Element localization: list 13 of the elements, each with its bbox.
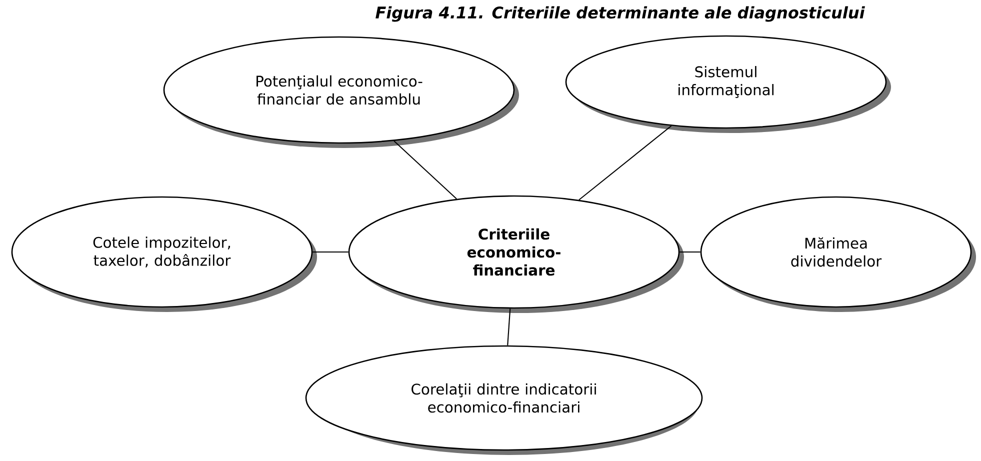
ellipse-node: Cotele impozitelor, taxelor, dobânzilor (11, 196, 317, 312)
connector-line (680, 251, 700, 253)
ellipse-node: Criteriile economico-financiare (348, 195, 684, 313)
node-label: Corelaţii dintre indicatorii economico-financiari (412, 383, 596, 413)
connector-line (507, 308, 511, 346)
connector-line (312, 251, 348, 253)
connector-line (394, 140, 457, 200)
connector-line (578, 125, 672, 200)
figure-title: Figura 4.11. Criteriile determinante ale diagnosticului (376, 6, 865, 22)
ellipse-node: Corelaţii dintre indicatorii economico-financiari (305, 345, 703, 455)
ellipse-node: Sistemul informaţional (565, 35, 891, 133)
ellipse-node: Potenţialul economico-financiar de ansamblu (163, 36, 519, 148)
ellipse-node: Mărimea dividendelor (700, 196, 976, 312)
